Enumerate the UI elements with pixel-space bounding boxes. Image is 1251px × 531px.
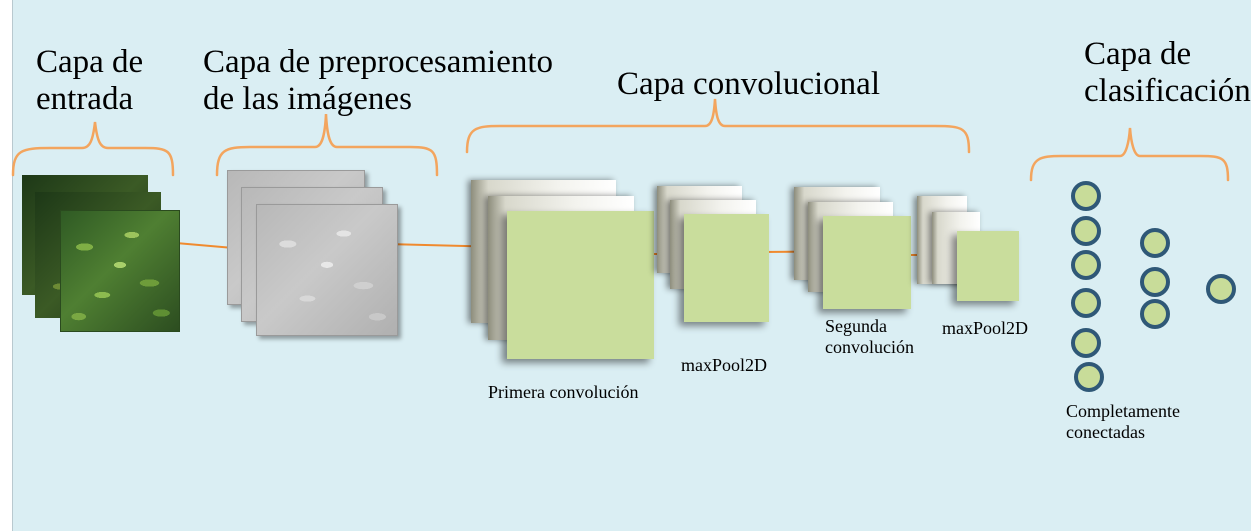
preprocessed-image-front	[256, 204, 398, 336]
dense-node	[1140, 228, 1170, 258]
conv2-label: Segunda convolución	[825, 316, 914, 357]
dense-label: Completamente conectadas	[1066, 401, 1180, 442]
conv1-feature-map-3	[507, 211, 654, 359]
brace-input	[11, 121, 175, 177]
pool1-feature-map-3	[684, 214, 769, 322]
dense-node	[1071, 328, 1101, 358]
dense-node	[1206, 274, 1236, 304]
dense-node	[1140, 299, 1170, 329]
dense-node	[1071, 181, 1101, 211]
conv1-label: Primera convolución	[488, 382, 639, 402]
dense-node	[1074, 362, 1104, 392]
brace-convolutional	[465, 98, 971, 154]
conv2-feature-map-3	[823, 216, 911, 309]
brace-preprocessing	[215, 113, 439, 177]
dense-node	[1071, 216, 1101, 246]
pool2-label: maxPool2D	[942, 318, 1029, 338]
classification-layer-title: Capa de clasificación	[1084, 36, 1251, 109]
dense-node	[1071, 250, 1101, 280]
dense-node	[1140, 267, 1170, 297]
pool1-label: maxPool2D	[681, 355, 768, 375]
input-layer-title: Capa de entrada	[36, 44, 144, 117]
dense-node	[1071, 288, 1101, 318]
convolutional-layer-title: Capa convolucional	[617, 66, 881, 102]
pool2-feature-map-3	[957, 231, 1019, 301]
input-image-front	[60, 210, 180, 332]
brace-classification	[1029, 127, 1230, 182]
preprocessing-layer-title: Capa de preprocesamiento de las imágenes	[203, 44, 554, 117]
